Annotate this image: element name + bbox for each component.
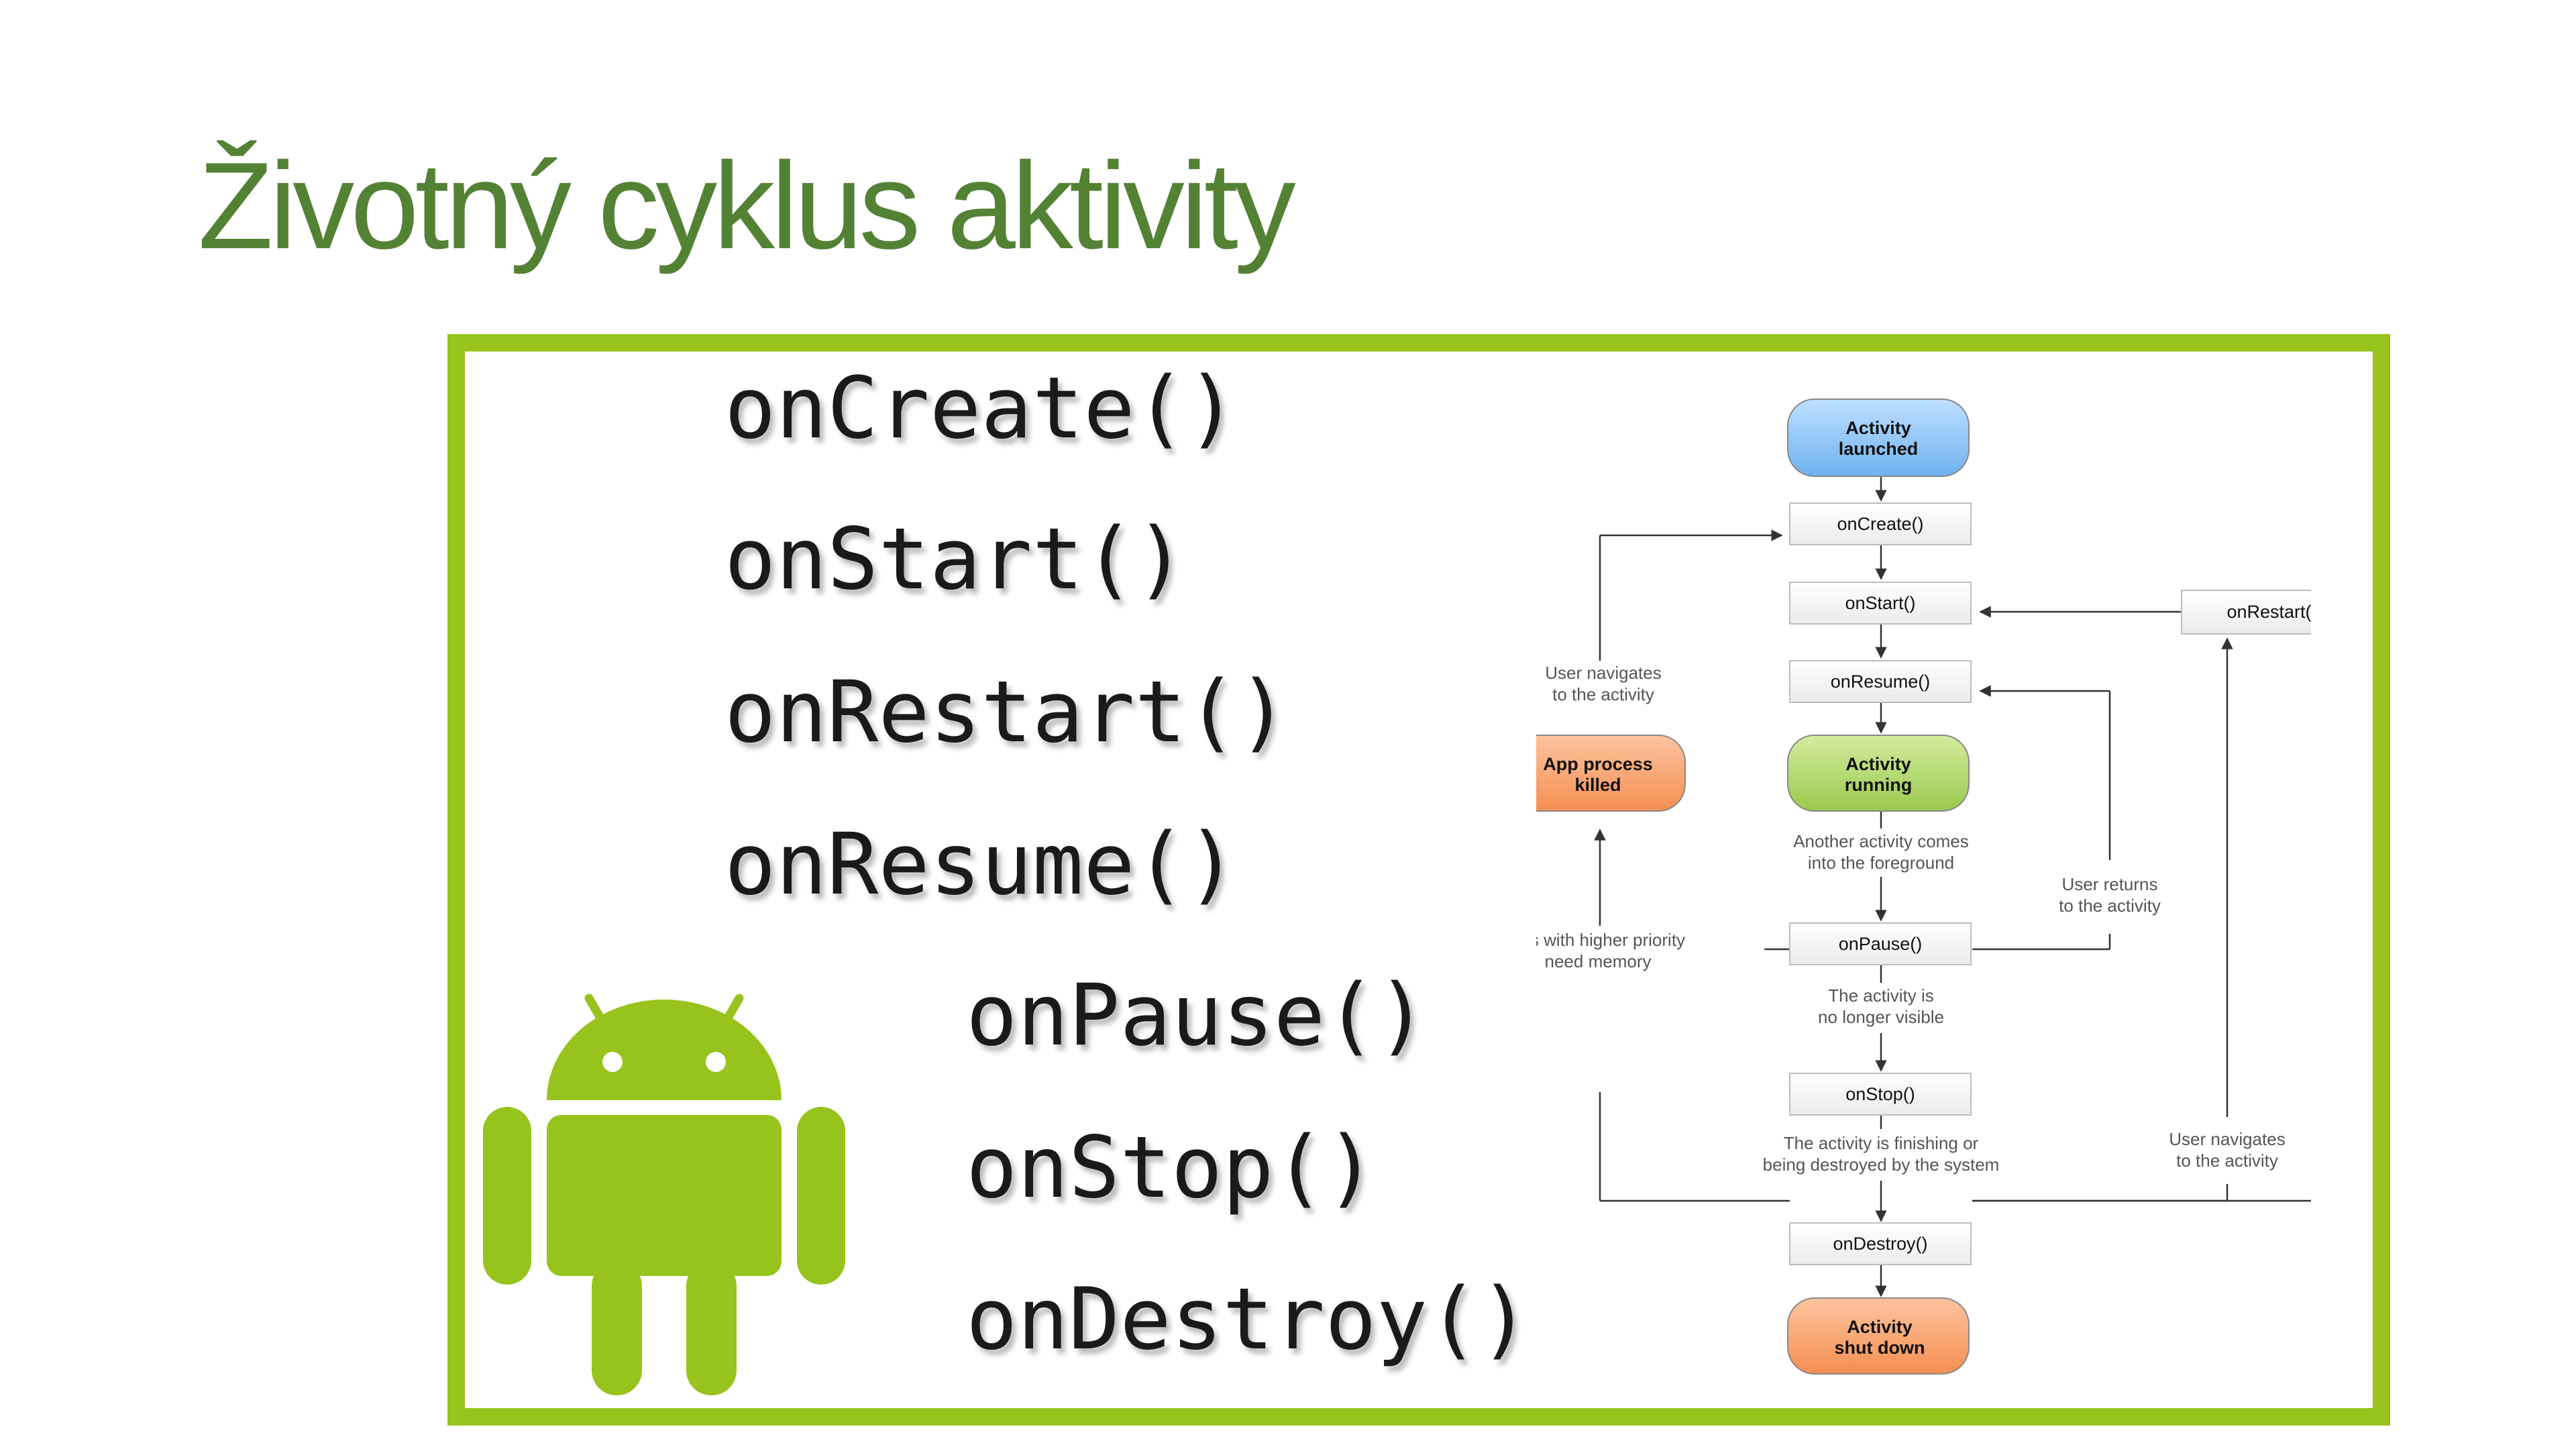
callback-on-start: onStart() <box>1845 593 1915 613</box>
callback-on-pause: onPause() <box>1839 934 1923 954</box>
note-another-activity-2: into the foreground <box>1808 853 1954 873</box>
method-on-create: onCreate() <box>724 358 1238 458</box>
state-killed-line1: App process <box>1543 754 1653 774</box>
callback-on-destroy: onDestroy() <box>1833 1234 1927 1254</box>
state-killed-line2: killed <box>1574 775 1621 795</box>
android-logo-icon <box>483 994 845 1395</box>
note-user-navigates-right-1: User navigates <box>2169 1129 2285 1149</box>
method-on-stop: onStop() <box>966 1118 1377 1217</box>
callback-on-restart: onRestart() <box>2226 602 2311 622</box>
callback-on-resume: onResume() <box>1831 672 1931 692</box>
note-higher-priority-2: need memory <box>1545 951 1652 971</box>
state-launched-line1: Activity <box>1845 418 1911 438</box>
note-user-returns-1: User returns <box>2061 874 2157 894</box>
note-user-navigates-right-2: to the activity <box>2176 1150 2278 1171</box>
state-shutdown-line2: shut down <box>1835 1338 1925 1358</box>
note-user-navigates-left-2: to the activity <box>1552 684 1654 704</box>
method-on-start: onStart() <box>724 509 1187 608</box>
state-running-line2: running <box>1845 775 1912 795</box>
activity-lifecycle-diagram: Activity launched Activity running App p… <box>1536 398 2311 1375</box>
note-no-longer-visible-2: no longer visible <box>1818 1007 1944 1027</box>
note-user-navigates-left-1: User navigates <box>1545 663 1661 683</box>
state-launched-line2: launched <box>1839 439 1919 459</box>
note-finishing-2: being destroyed by the system <box>1763 1155 2000 1175</box>
callback-on-create: onCreate() <box>1837 514 1923 534</box>
method-on-restart: onRestart() <box>724 662 1289 761</box>
slide-title: Životný cyklus aktivity <box>198 136 1296 274</box>
note-no-longer-visible-1: The activity is <box>1828 985 1934 1006</box>
method-on-resume: onResume() <box>724 814 1238 914</box>
method-on-destroy: onDestroy() <box>966 1269 1531 1368</box>
note-another-activity-1: Another activity comes <box>1793 831 1969 851</box>
note-higher-priority-1: pps with higher priority <box>1536 930 1685 950</box>
method-on-pause: onPause() <box>966 965 1428 1065</box>
state-running-line1: Activity <box>1845 754 1911 774</box>
note-user-returns-2: to the activity <box>2059 896 2161 916</box>
callback-on-stop: onStop() <box>1845 1084 1915 1104</box>
note-finishing-1: The activity is finishing or <box>1784 1133 1979 1153</box>
state-shutdown-line1: Activity <box>1847 1317 1913 1337</box>
